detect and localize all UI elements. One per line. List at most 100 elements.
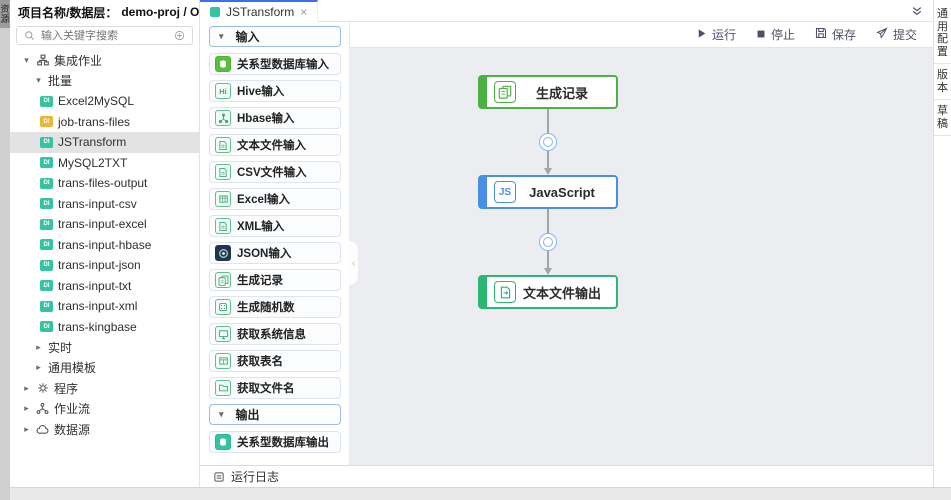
palette-item-获取文件名[interactable]: 获取文件名 bbox=[209, 377, 341, 399]
flow-node-JavaScript[interactable]: JS JavaScript bbox=[478, 175, 618, 209]
job-type-badge: DI bbox=[40, 218, 53, 230]
tree-item-通用模板[interactable]: ▸通用模板 bbox=[10, 358, 199, 379]
caret-icon[interactable]: ▾ bbox=[24, 54, 29, 65]
resources-rail-tab[interactable]: 资源 bbox=[0, 0, 10, 28]
node-accent bbox=[480, 177, 487, 207]
palette-item-获取表名[interactable]: 获取表名 bbox=[209, 350, 341, 372]
run-log-bar[interactable]: 运行日志 bbox=[200, 465, 933, 487]
tree-item-程序[interactable]: ▸程序 bbox=[10, 378, 199, 399]
right-rail-tab-草稿[interactable]: 草稿 bbox=[934, 100, 951, 136]
palette-item-Hbase输入[interactable]: Hbase输入 bbox=[209, 107, 341, 129]
play-button[interactable]: 运行 bbox=[696, 26, 736, 43]
doc-icon bbox=[215, 137, 231, 153]
submit-button[interactable]: 提交 bbox=[876, 26, 917, 43]
file-export-icon bbox=[494, 281, 516, 303]
tree-item-label: trans-kingbase bbox=[58, 319, 137, 334]
job-type-badge: DI bbox=[40, 321, 53, 333]
tree-item-label: 数据源 bbox=[54, 422, 91, 437]
tab-JSTransform[interactable]: JSTransform × bbox=[200, 0, 319, 22]
caret-icon[interactable]: ▸ bbox=[24, 403, 29, 414]
search-icon bbox=[23, 30, 36, 41]
palette-item-生成记录[interactable]: 生成记录 bbox=[209, 269, 341, 291]
caret-icon[interactable]: ▸ bbox=[24, 382, 29, 393]
palette-item-JSON输入[interactable]: JSON输入 bbox=[209, 242, 341, 264]
palette-item-文本文件输入[interactable]: 文本文件输入 bbox=[209, 134, 341, 156]
palette-item-label: 生成随机数 bbox=[237, 302, 295, 314]
tree-item-label: JSTransform bbox=[58, 135, 127, 150]
doc-icon bbox=[215, 218, 231, 234]
palette-item-CSV文件输入[interactable]: CSV文件输入 bbox=[209, 161, 341, 183]
section-caret-icon: ▾ bbox=[219, 31, 224, 41]
left-rail: 资源 bbox=[0, 0, 10, 500]
palette-item-生成随机数[interactable]: 生成随机数 bbox=[209, 296, 341, 318]
palette-item-获取系统信息[interactable]: 获取系统信息 bbox=[209, 323, 341, 345]
tree-item-数据源[interactable]: ▸ 数据源 bbox=[10, 419, 199, 440]
tree-item-trans-kingbase[interactable]: DI trans-kingbase bbox=[10, 317, 199, 338]
palette-collapse-handle[interactable]: ‹ bbox=[349, 240, 359, 286]
caret-icon[interactable]: ▾ bbox=[36, 75, 41, 86]
palette-item-label: JSON输入 bbox=[237, 248, 292, 260]
connector-hop-badge[interactable] bbox=[539, 133, 557, 151]
tree-item-批量[interactable]: ▾批量 bbox=[10, 71, 199, 92]
palette-item-label: 生成记录 bbox=[237, 275, 283, 287]
tree-item-实时[interactable]: ▸ 实时 bbox=[10, 337, 199, 358]
connector-hop-badge[interactable] bbox=[539, 233, 557, 251]
tree-item-label: 实时 bbox=[48, 340, 73, 355]
right-rail-tab-版本[interactable]: 版本 bbox=[934, 64, 951, 100]
advanced-search-icon[interactable] bbox=[173, 30, 186, 41]
hbase-icon bbox=[215, 110, 231, 126]
tree-item-label: trans-input-json bbox=[58, 258, 141, 273]
tree-item-作业流[interactable]: ▸作业流 bbox=[10, 399, 199, 420]
folder-icon bbox=[215, 380, 231, 396]
right-rail-tab-通用配置[interactable]: 通用配置 bbox=[934, 3, 951, 64]
palette-item-关系型数据库输出[interactable]: 关系型数据库输出 bbox=[209, 431, 341, 453]
tree-item-label: job-trans-files bbox=[58, 114, 131, 129]
collapse-tabs-icon[interactable] bbox=[911, 4, 923, 22]
flow-node-文本文件输出[interactable]: 文本文件输出 bbox=[478, 275, 618, 309]
tree-item-集成作业[interactable]: ▾集成作业 bbox=[10, 50, 199, 71]
node-label: 生成记录 bbox=[535, 85, 588, 101]
job-type-badge: DI bbox=[40, 177, 53, 189]
tool-button-label: 停止 bbox=[770, 28, 795, 42]
palette-section-输入[interactable]: ▾ 输入 bbox=[209, 26, 341, 47]
flow-node-生成记录[interactable]: 生成记录 bbox=[478, 75, 618, 109]
tree-item-label: trans-input-txt bbox=[58, 278, 132, 293]
palette-item-关系型数据库输入[interactable]: 关系型数据库输入 bbox=[209, 53, 341, 75]
tab-close-icon[interactable]: × bbox=[300, 4, 308, 19]
stop-button[interactable]: 停止 bbox=[756, 26, 795, 43]
save-button[interactable]: 保存 bbox=[815, 26, 856, 43]
tree-item-label: MySQL2TXT bbox=[58, 155, 128, 170]
palette-section-输出[interactable]: ▾ 输出 bbox=[209, 404, 341, 425]
palette-item-label: 获取文件名 bbox=[237, 383, 295, 395]
caret-icon[interactable]: ▸ bbox=[36, 362, 41, 373]
caret-icon[interactable]: ▸ bbox=[36, 341, 41, 352]
palette-item-XML输入[interactable]: XML输入 bbox=[209, 215, 341, 237]
tab-label: JSTransform bbox=[226, 4, 295, 19]
project-header: 项目名称/数据层： demo-proj / ODS bbox=[10, 0, 199, 24]
doc-icon bbox=[215, 164, 231, 180]
palette-item-Excel输入[interactable]: Excel输入 bbox=[209, 188, 341, 210]
flow-canvas[interactable]: 生成记录 JS JavaScript 文本文件输出 bbox=[350, 48, 933, 465]
grid-icon bbox=[215, 191, 231, 207]
caret-icon[interactable]: ▸ bbox=[24, 423, 29, 434]
tool-button-label: 保存 bbox=[831, 28, 856, 42]
tree-item-label: trans-input-xml bbox=[58, 299, 138, 314]
run-log-icon bbox=[212, 471, 225, 483]
search-input[interactable] bbox=[41, 29, 168, 42]
node-label: JavaScript bbox=[529, 184, 595, 200]
